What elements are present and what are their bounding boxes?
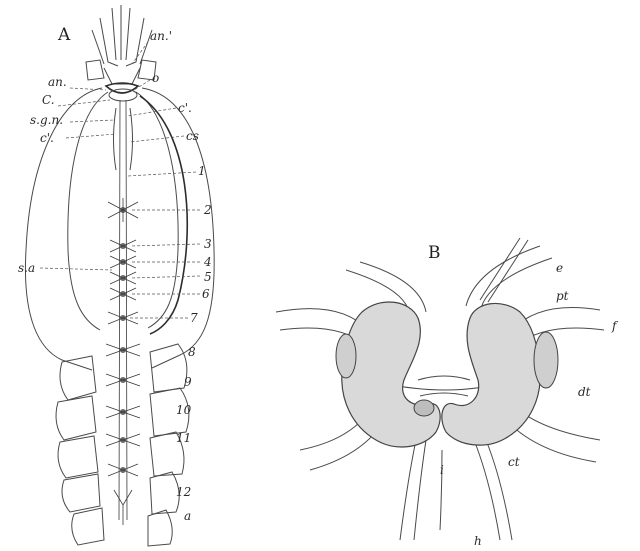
label-sgn: s.g.n.	[30, 113, 63, 127]
central-commissure	[418, 376, 470, 396]
label-pt: pt	[556, 289, 569, 303]
label-cs: cs	[186, 129, 199, 143]
ganglion-12	[108, 464, 138, 476]
label-antenna: an.	[48, 75, 67, 89]
ganglion-label: 6	[202, 287, 210, 301]
label-a: a	[184, 509, 191, 523]
label-ct: ct	[508, 455, 520, 469]
label-f: f	[611, 319, 619, 333]
right-ganglion	[442, 303, 540, 445]
ganglion-9	[106, 374, 140, 386]
panel-label-b: B	[428, 243, 441, 263]
ganglia	[106, 198, 140, 525]
label-o: o	[152, 71, 159, 85]
ganglion-11	[106, 434, 140, 446]
ganglion-label: 4	[203, 255, 212, 269]
label-antennule: an.'	[150, 29, 172, 43]
head-appendages	[86, 5, 156, 93]
ganglion-8	[106, 344, 140, 356]
central-lobule	[414, 400, 434, 416]
panel-label-a: A	[57, 25, 71, 45]
panel-a: A an.' an. o C. c'. s.g.n. c'. cs s.a a …	[18, 5, 214, 546]
ganglion-label: 12	[176, 485, 191, 499]
label-c-prime-right: c'.	[178, 101, 192, 115]
right-lobe	[534, 332, 558, 388]
ganglion-label: 5	[204, 270, 212, 284]
ganglion-number-labels: 1 2 3 4 5 6 7 8 9 10 11 12	[176, 164, 212, 499]
ganglion-label: 10	[176, 403, 192, 417]
ganglion-label: 2	[203, 203, 212, 217]
ganglion-label: 9	[184, 375, 192, 389]
ganglion-label: 3	[204, 237, 212, 251]
ganglion-10	[106, 406, 140, 418]
left-lobe	[336, 334, 356, 378]
label-c: C.	[42, 93, 55, 107]
label-dt: dt	[578, 385, 591, 399]
ganglion-label: 8	[188, 345, 196, 359]
ganglion-7	[108, 312, 138, 324]
nerve-cord	[109, 89, 137, 520]
label-c-prime-left: c'.	[40, 131, 54, 145]
label-sa: s.a	[18, 261, 35, 275]
ganglion-label: 11	[176, 431, 191, 445]
ganglion-label: 1	[198, 164, 206, 178]
terminal-ganglion	[114, 490, 132, 525]
panel-b: B e pt f dt ct i h	[276, 238, 619, 548]
ganglion-label: 7	[190, 311, 198, 325]
label-e: e	[556, 261, 563, 275]
label-i: i	[440, 463, 444, 477]
abdominal-plates	[56, 344, 189, 546]
label-h: h	[474, 534, 482, 548]
nerve-trunks	[276, 238, 604, 540]
